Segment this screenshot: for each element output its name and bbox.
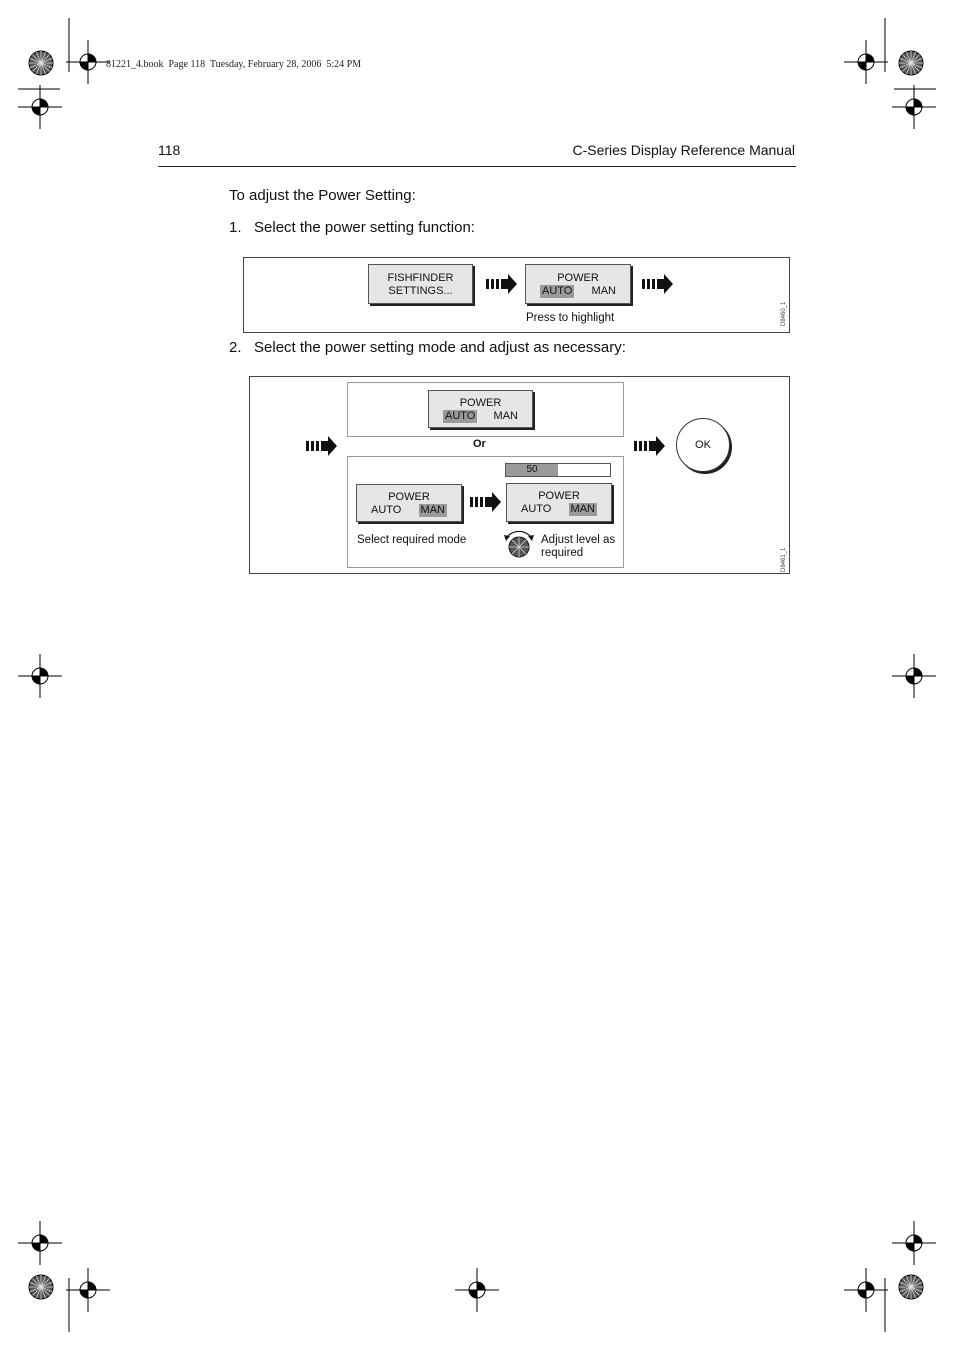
figure-2: POWER AUTO MAN Or POWER AUTO MAN 50 (249, 376, 790, 574)
rotary-knob-icon (504, 530, 534, 558)
power-level-bar[interactable]: 50 (505, 463, 611, 477)
option-auto: AUTO (521, 503, 552, 515)
figure-code: D8461_1 (781, 547, 787, 572)
figure-code: D8460_1 (781, 301, 787, 326)
arrow-right-icon (486, 274, 517, 294)
arrow-right-icon (634, 436, 665, 456)
option-auto-highlighted: AUTO (540, 285, 575, 298)
manual-option-panel: POWER AUTO MAN 50 POWER AUTO MAN Select … (347, 456, 624, 568)
caption-line: Adjust level as (541, 534, 616, 546)
caption-line: required (541, 547, 584, 559)
auto-option-panel: POWER AUTO MAN (347, 382, 624, 437)
option-auto: AUTO (371, 504, 402, 516)
softkey-title: POWER (388, 491, 430, 503)
power-softkey-man-adjust[interactable]: POWER AUTO MAN (506, 483, 612, 522)
caption-press-to-highlight: Press to highlight (526, 312, 615, 324)
option-man-highlighted: MAN (568, 503, 597, 516)
arrow-right-icon (642, 274, 673, 294)
caption-select-mode: Select required mode (357, 534, 467, 546)
softkey-title: POWER (538, 490, 580, 502)
power-softkey-auto[interactable]: POWER AUTO MAN (428, 390, 533, 428)
manual-title: C-Series Display Reference Manual (572, 142, 795, 158)
fishfinder-settings-softkey[interactable]: FISHFINDER SETTINGS... (368, 264, 473, 304)
power-level-fill (506, 464, 558, 476)
option-auto-highlighted: AUTO (443, 410, 478, 423)
power-level-value: 50 (526, 464, 538, 475)
figure-1: FISHFINDER SETTINGS... POWER AUTO MAN Pr… (243, 257, 790, 333)
page-number: 118 (158, 142, 181, 158)
step-1: 1. Select the power setting function: (229, 219, 475, 236)
option-man: MAN (493, 410, 518, 422)
arrow-right-icon (470, 492, 501, 512)
or-label: Or (473, 438, 486, 450)
power-softkey-man[interactable]: POWER AUTO MAN (356, 484, 462, 522)
header-rule (158, 166, 796, 167)
option-man-highlighted: MAN (418, 504, 447, 517)
softkey-label: FISHFINDER (387, 272, 454, 284)
intro-text: To adjust the Power Setting: (229, 187, 416, 204)
power-softkey[interactable]: POWER AUTO MAN (525, 264, 631, 304)
ok-button[interactable]: OK (676, 418, 730, 472)
softkey-title: POWER (557, 272, 599, 284)
arrow-right-icon (306, 436, 337, 456)
softkey-label: SETTINGS... (388, 285, 453, 297)
book-info: 81221_4.book Page 118 Tuesday, February … (106, 59, 362, 70)
caption-adjust-level: Adjust level as required (541, 534, 615, 560)
softkey-title: POWER (459, 397, 502, 409)
step-2: 2. Select the power setting mode and adj… (229, 339, 626, 356)
option-man: MAN (591, 285, 616, 297)
